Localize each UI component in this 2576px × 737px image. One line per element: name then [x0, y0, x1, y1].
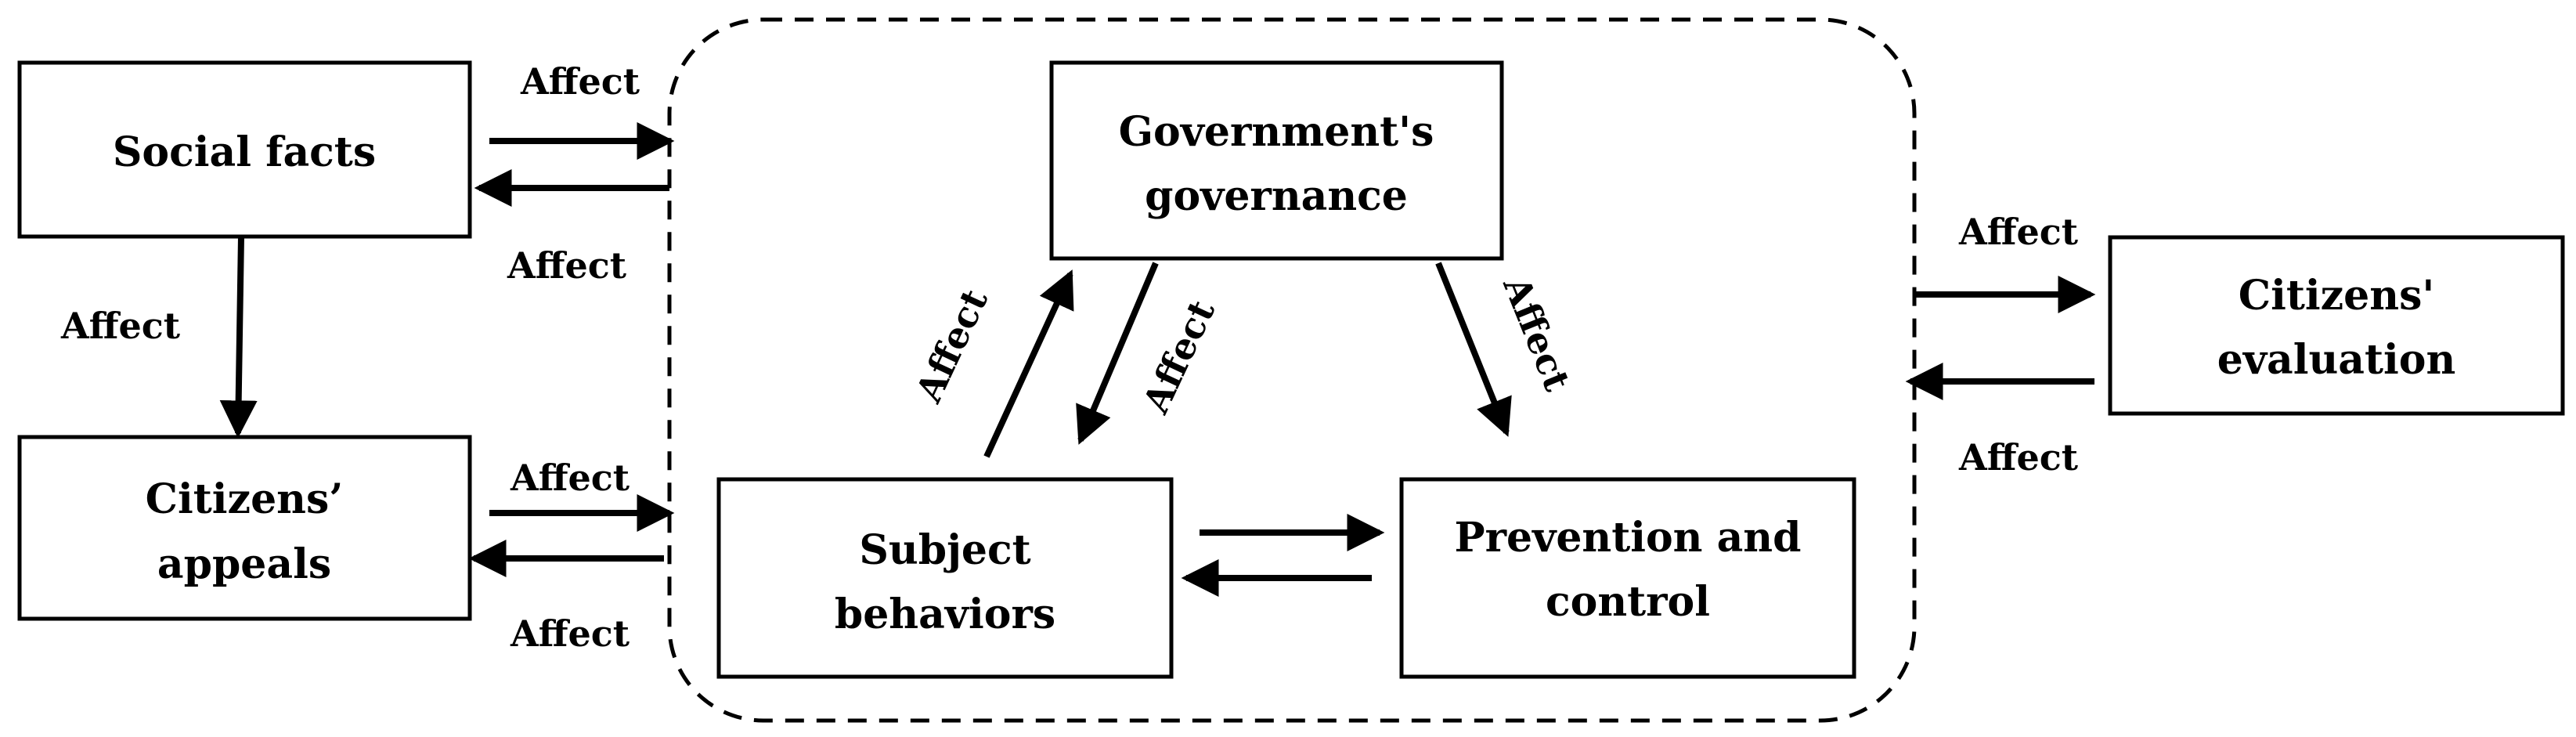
label-affect-government-prevention: Affect — [1495, 270, 1579, 398]
node-label-line1: Citizens’ — [146, 475, 344, 523]
label-affect-subject-government: Affect — [907, 282, 996, 409]
arrow-government-to-prevention — [1435, 262, 1512, 437]
node-label-line2: governance — [1145, 172, 1408, 220]
label-affect-social-appeals: Affect — [60, 305, 181, 347]
arrow-social-to-appeals — [219, 236, 258, 439]
node-social-facts: Social facts — [17, 60, 472, 239]
node-subject-behaviors: Subject behaviors — [716, 477, 1174, 679]
node-label-line1: Government's — [1119, 108, 1434, 156]
node-citizens-appeals: Citizens’ appeals — [17, 435, 472, 621]
label-affect-evaluation-in: Affect — [1958, 436, 2079, 479]
node-government-governance: Government's governance — [1049, 60, 1504, 261]
label-affect-government-subject: Affect — [1134, 293, 1223, 420]
node-citizens-evaluation: Citizens' evaluation — [2108, 235, 2565, 416]
arrow-subject-to-government — [983, 269, 1074, 458]
label-affect-social-out: Affect — [520, 60, 640, 103]
node-label-line1: Citizens' — [2239, 272, 2435, 320]
system-boundary — [667, 17, 1917, 723]
arrow-government-to-subject — [1076, 262, 1159, 445]
node-label-line2: evaluation — [2217, 336, 2456, 384]
label-affect-social-in: Affect — [507, 244, 627, 287]
node-label-line1: Prevention and — [1455, 514, 1802, 562]
node-prevention-and-control: Prevention and control — [1399, 477, 1856, 679]
node-label-line2: appeals — [157, 540, 331, 588]
node-label: Social facts — [113, 128, 376, 176]
label-affect-appeals-out: Affect — [510, 457, 630, 499]
node-label-line2: control — [1546, 578, 1710, 626]
label-affect-evaluation-out: Affect — [1958, 211, 2079, 253]
label-affect-appeals-in: Affect — [510, 612, 630, 655]
node-label-line1: Subject — [859, 526, 1030, 574]
node-label-line2: behaviors — [835, 591, 1055, 638]
